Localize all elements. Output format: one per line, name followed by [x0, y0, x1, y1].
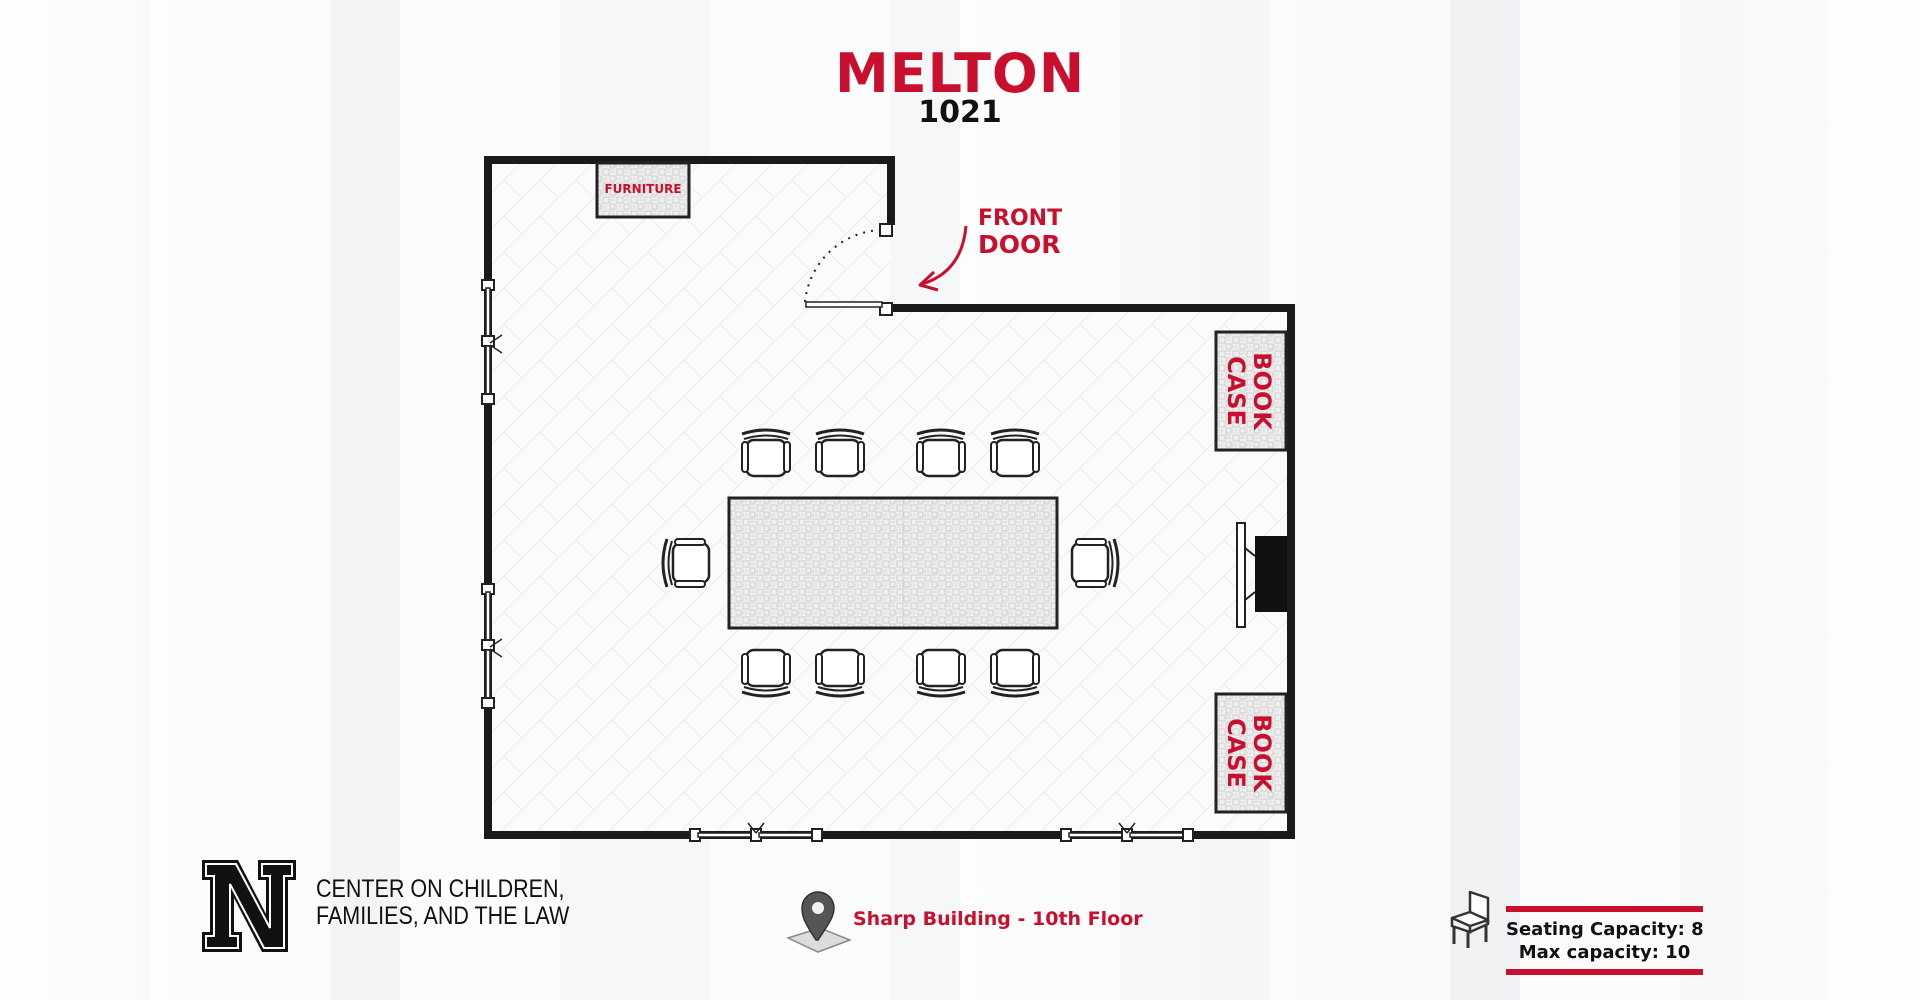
- max-capacity: Max capacity: 10: [1518, 942, 1691, 963]
- nebraska-n-logo: [202, 860, 296, 952]
- bookcase-bottom-label-1: BOOK: [1248, 714, 1276, 793]
- door-arrow: [921, 225, 968, 286]
- front-door-label-line2: DOOR: [978, 230, 1061, 259]
- chair-icon: [1450, 890, 1490, 948]
- room-name: MELTON: [834, 42, 1086, 105]
- tv-screen: [1236, 522, 1287, 628]
- furniture-block: FURNITURE: [595, 161, 691, 219]
- furniture-label: FURNITURE: [604, 182, 681, 196]
- bookcase-top-label-2: CASE: [1222, 356, 1250, 426]
- bookcase-bottom: BOOK CASE: [1214, 692, 1288, 814]
- front-door-label-line1: FRONT: [978, 206, 1063, 231]
- capacity-box: Seating Capacity: 8 Max capacity: 10: [1506, 906, 1704, 975]
- bookcase-bottom-label-2: CASE: [1222, 718, 1250, 788]
- bookcase-top: BOOK CASE: [1214, 330, 1288, 452]
- room-number: 1021: [918, 95, 1002, 130]
- front-door-swing: [804, 223, 893, 316]
- location-pin-icon: [786, 891, 852, 953]
- room-walls: [484, 156, 1295, 839]
- conference-table: [727, 496, 1059, 630]
- seating-capacity: Seating Capacity: 8: [1506, 919, 1704, 940]
- location-text: Sharp Building - 10th Floor: [853, 908, 1143, 930]
- front-door-label: FRONT DOOR: [978, 206, 1062, 258]
- bookcase-top-label-1: BOOK: [1248, 352, 1276, 431]
- organization-line1: CENTER ON CHILDREN,: [316, 875, 565, 903]
- organization-line2: FAMILIES, AND THE LAW: [316, 902, 570, 930]
- organization-name: CENTER ON CHILDREN, FAMILIES, AND THE LA…: [316, 876, 569, 930]
